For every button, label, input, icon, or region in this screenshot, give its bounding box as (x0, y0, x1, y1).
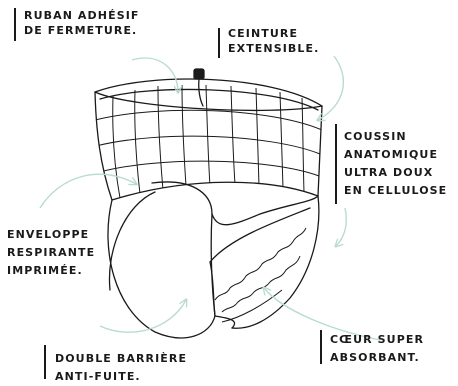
label-line: EXTENSIBLE. (228, 41, 319, 56)
label-line: CEINTURE (228, 26, 319, 41)
label-enveloppe: ENVELOPPE RESPIRANTE IMPRIMÉE. (7, 226, 95, 280)
label-line: ANATOMIQUE (344, 146, 447, 164)
label-coussin: COUSSIN ANATOMIQUE ULTRA DOUX EN CELLULO… (344, 128, 447, 200)
label-line: IMPRIMÉE. (7, 262, 95, 280)
label-line: ABSORBANT. (330, 349, 424, 367)
label-ruban-adhesif: RUBAN ADHÉSIF DE FERMETURE. (24, 8, 140, 38)
absorbent-core (215, 228, 306, 322)
label-line: CŒUR SUPER (330, 331, 424, 349)
label-line: EN CELLULOSE (344, 182, 447, 200)
leader-ruban (14, 8, 16, 41)
label-line: DE FERMETURE. (24, 23, 140, 38)
label-double-barriere: DOUBLE BARRIÈRE ANTI-FUITE. (55, 350, 187, 386)
label-line: ANTI-FUITE. (55, 368, 187, 386)
leader-coeur (320, 330, 322, 364)
label-line: ENVELOPPE (7, 226, 95, 244)
label-line: DOUBLE BARRIÈRE (55, 350, 187, 368)
label-line: RESPIRANTE (7, 244, 95, 262)
leader-coussin (335, 124, 337, 204)
label-ceinture: CEINTURE EXTENSIBLE. (228, 26, 319, 56)
pant-outline (95, 69, 322, 338)
label-line: COUSSIN (344, 128, 447, 146)
leader-ceinture (218, 28, 220, 58)
label-coeur: CŒUR SUPER ABSORBANT. (330, 331, 424, 367)
label-line: RUBAN ADHÉSIF (24, 8, 140, 23)
leader-double (44, 345, 46, 379)
label-line: ULTRA DOUX (344, 164, 447, 182)
curved-arrow-icon (40, 56, 380, 340)
